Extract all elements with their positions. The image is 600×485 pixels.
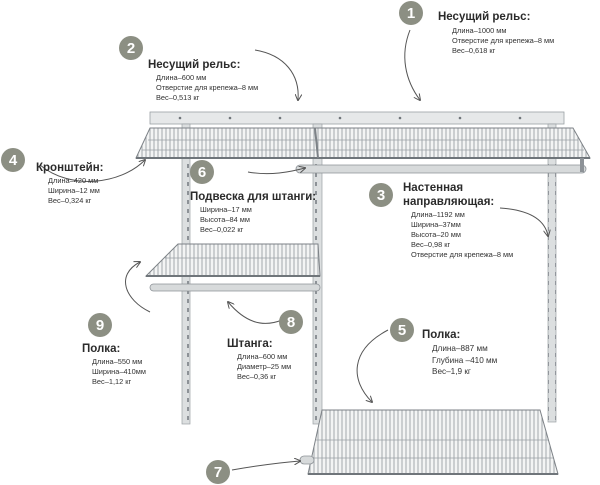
callout-4-line: Длина–420 мм	[48, 176, 99, 185]
callout-8-line: Вес–0,36 кг	[237, 372, 277, 381]
callout-4-line: Вес–0,324 кг	[48, 196, 92, 205]
callout-8-text: Штанга: Длина–600 мм Диаметр–25 мм Вес–0…	[227, 337, 291, 382]
callout-5-line: Глубина –410 мм	[432, 355, 498, 365]
callout-4-line: Ширина–12 мм	[48, 186, 100, 195]
callout-1-line: Вес–0,618 кг	[452, 46, 496, 55]
callout-4-text: Кронштейн: Длина–420 мм Ширина–12 мм Вес…	[36, 161, 103, 206]
callout-badge-5: 5	[390, 318, 414, 342]
callout-5-text: Полка: Длина–887 мм Глубина –410 мм Вес–…	[422, 328, 497, 378]
callout-9-line: Вес–1,12 кг	[92, 377, 132, 386]
callout-5-line: Длина–887 мм	[432, 344, 488, 353]
callout-9-line: Длина–550 мм	[92, 357, 143, 366]
callout-9-line: Ширина–410мм	[92, 367, 146, 376]
callout-badge-3: 3	[369, 183, 393, 207]
callout-1-line: Длина–1000 мм	[452, 26, 507, 35]
callout-9-text: Полка: Длина–550 мм Ширина–410мм Вес–1,1…	[82, 342, 146, 387]
callout-3-line: Длина–1192 мм	[411, 210, 465, 219]
wall-standard-right	[547, 123, 557, 423]
callout-badge-9: 9	[88, 313, 112, 337]
callout-6-text: Подвеска для штанги: Ширина–17 мм Высота…	[190, 190, 316, 235]
callout-4-title: Кронштейн:	[36, 162, 104, 174]
callout-3-title-line: направляющая:	[403, 196, 495, 208]
callout-3-text: Настенная направляющая: Длина–1192 мм Ши…	[403, 181, 513, 260]
callout-6-line: Вес–0,022 кг	[200, 225, 244, 234]
callout-3-line: Ширина–37мм	[411, 220, 461, 229]
callout-badge-7: 7	[206, 460, 230, 484]
callout-badge-8: 8	[279, 310, 303, 334]
top-wire-shelf	[135, 127, 591, 159]
callout-6-line: Ширина–17 мм	[200, 205, 252, 214]
callout-2-line: Длина–600 мм	[156, 73, 207, 82]
callout-arrows	[39, 29, 548, 471]
callout-3-title-line: Настенная	[403, 182, 464, 194]
callout-2-title: Несущий рельс:	[148, 59, 241, 71]
callout-9-title: Полка:	[82, 343, 121, 355]
callout-2-line: Вес–0,513 кг	[156, 93, 200, 102]
callout-3-line: Высота–20 мм	[411, 230, 461, 239]
bottom-wire-shelf	[299, 409, 559, 475]
callout-6-title: Подвеска для штанги:	[190, 191, 317, 203]
callout-1-title: Несущий рельс:	[438, 11, 531, 23]
top-support-rail	[149, 111, 565, 125]
callout-5-line: Вес–1,9 кг	[432, 367, 471, 376]
callout-1-line: Отверстие для крепежа–8 мм	[452, 36, 555, 45]
callout-3-line: Отверстие для крепежа–8 мм	[411, 250, 514, 259]
callout-badge-2: 2	[119, 36, 143, 60]
callout-1-text: Несущий рельс: Длина–1000 мм Отверстие д…	[438, 10, 554, 56]
callout-3-line: Вес–0,98 кг	[411, 240, 451, 249]
middle-left-shelf	[144, 243, 321, 292]
callout-8-line: Длина–600 мм	[237, 352, 288, 361]
callout-badge-4: 4	[1, 148, 25, 172]
callout-6-line: Высота–84 мм	[200, 215, 250, 224]
callout-badge-6: 6	[190, 160, 214, 184]
top-hanging-rod	[295, 158, 587, 174]
callout-2-text: Несущий рельс: Длина–600 мм Отверстие дл…	[148, 58, 258, 103]
callout-badge-1: 1	[399, 1, 423, 25]
callout-8-title: Штанга:	[227, 338, 273, 350]
callout-2-line: Отверстие для крепежа–8 мм	[156, 83, 259, 92]
callout-5-title: Полка:	[422, 329, 461, 341]
callout-8-line: Диаметр–25 мм	[237, 362, 292, 371]
